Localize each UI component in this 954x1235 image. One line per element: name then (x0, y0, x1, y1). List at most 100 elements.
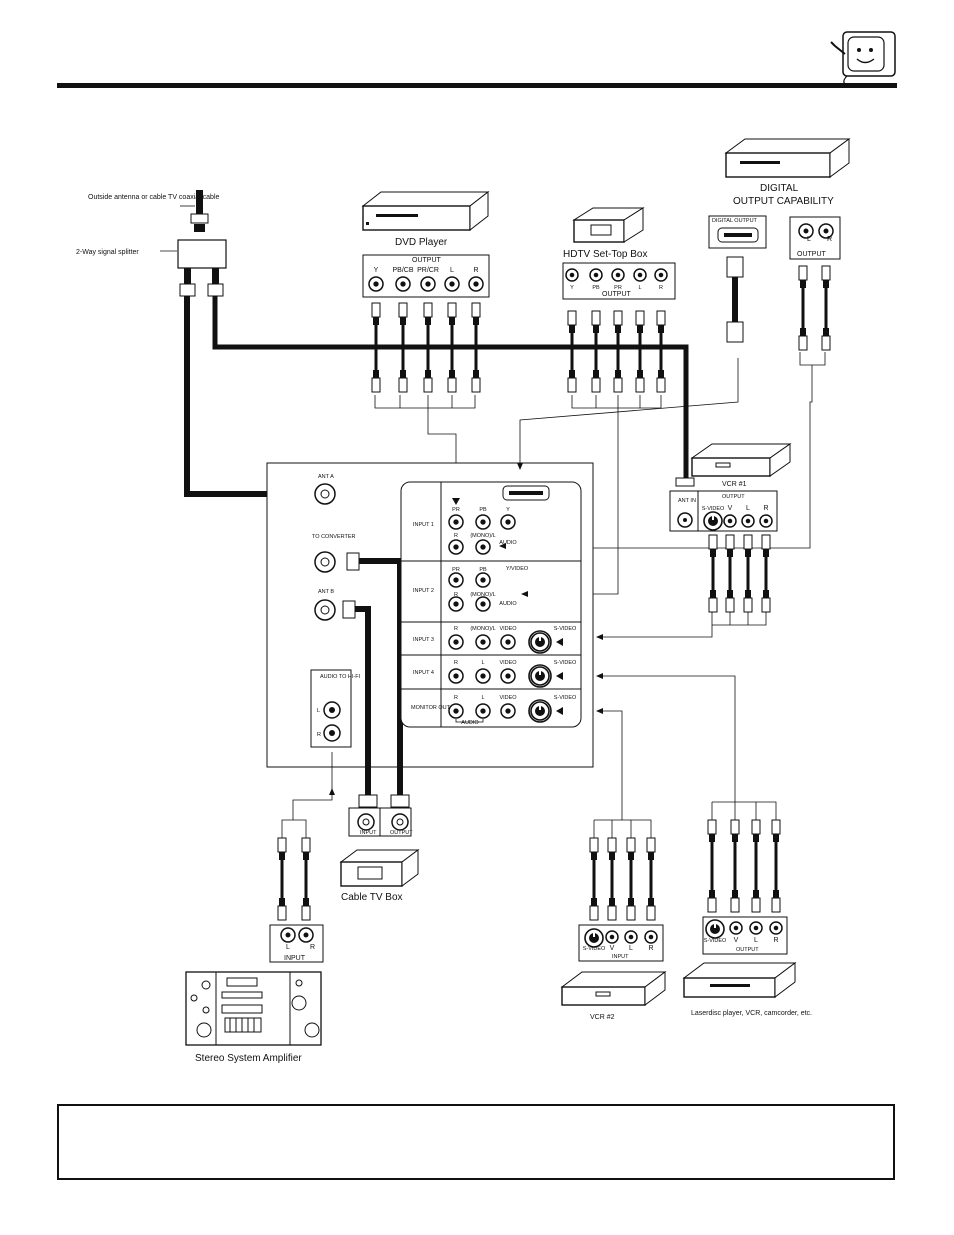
vcr1-cable-2-boot-top (745, 549, 751, 557)
dvd-cable-2-boot-bottom (425, 370, 431, 378)
dvd-cable-3-boot-top (449, 317, 455, 325)
digital-audio-cable-1-wire (824, 288, 828, 328)
vcr2-cable-3-boot-bottom (648, 898, 654, 906)
in4-r-label: R (454, 660, 458, 666)
vcr2-svideo-jack-key (593, 933, 595, 937)
in2-pr-label: PR (452, 567, 460, 573)
in1-y-label: Y (506, 507, 510, 513)
digital-audio-cable-1-plug-top (821, 265, 831, 281)
mon-svideo-arrow (556, 707, 563, 715)
vcr1-cable-1-plug-bottom (725, 597, 735, 613)
vcr1-jack-label-2: L (746, 505, 750, 512)
hifi-l: L (317, 708, 320, 714)
hdtv-cable-2-boot-bottom (615, 370, 621, 378)
vcr1-cable-3-wire (764, 557, 768, 590)
hdtv-output-label: OUTPUT (602, 291, 632, 298)
in4-svideo-arrow (556, 672, 563, 680)
dvd-cable-2-plug-top (423, 302, 433, 318)
hdtv-cable-1-wire (594, 333, 598, 370)
dvd-cable-4-wire (474, 325, 478, 370)
vcr1-illustration (690, 443, 792, 477)
dvd-cable-4-plug-top (471, 302, 481, 318)
digital-audio-cable-0-boot-top (800, 280, 806, 288)
hifi-r: R (317, 732, 321, 738)
stereo-cable-1-plug-top (301, 837, 311, 853)
vcr2-cable-3-plug-top (646, 837, 656, 853)
hdtv-cable-2-boot-top (615, 325, 621, 333)
hdtv-box-illustration (572, 207, 645, 243)
laser-cable-3-wire (774, 842, 778, 890)
dvd-jack-3-pin (449, 281, 455, 287)
hdtv-jack-0-pin (569, 272, 575, 278)
digital-line1: DIGITAL (760, 183, 799, 194)
mon-l-label: L (481, 695, 484, 701)
mon-svideo-jack-core (535, 706, 545, 716)
vcr2-cable-2-boot-top (628, 852, 634, 860)
laser-cable-0-plug-bottom (707, 897, 717, 913)
digital-output-label: DIGITAL OUTPUT (712, 218, 758, 224)
hdtv-cable-3-boot-top (637, 325, 643, 333)
vcr2-cable-3-plug-bottom (646, 905, 656, 921)
dvd-cable-2-boot-top (425, 317, 431, 325)
hdtv-cable-3-plug-bottom (635, 377, 645, 393)
hdtv-jack-1-pin (593, 272, 599, 278)
dvd-cable-0-plug-top (371, 302, 381, 318)
hdtv-cable-0-boot-top (569, 325, 575, 333)
laser-label: Laserdisc player, VCR, camcorder, etc. (691, 1010, 812, 1017)
mon-svideo-label: S-VIDEO (554, 695, 577, 701)
in3-l-label: (MONO)/L (470, 626, 495, 632)
dvd-cable-1-boot-bottom (400, 370, 406, 378)
input4-label: INPUT 4 (413, 670, 434, 676)
in4-l-jack-pin (480, 673, 486, 679)
laser-jack-2-pin (753, 925, 759, 931)
vcr2-jack-1-pin (609, 934, 615, 940)
laser-svideo-jack-core (710, 924, 720, 934)
vcr2-jack-2-pin (628, 934, 634, 940)
laser-cable-2-boot-bottom (753, 890, 759, 898)
stereo-label: Stereo System Amplifier (195, 1053, 302, 1064)
stereo-cable-0-boot-top (279, 852, 285, 860)
digital-audio-cable-1-boot-top (823, 280, 829, 288)
hdtv-cable-0-plug-top (567, 310, 577, 326)
vcr1-cable-0-plug-bottom (708, 597, 718, 613)
vcr1-cable-0-boot-bottom (710, 590, 716, 598)
laser-cable-3-plug-bottom (771, 897, 781, 913)
dvd-bracket (374, 395, 476, 500)
laser-jack-1-pin (733, 925, 739, 931)
laser-output-label: OUTPUT (736, 947, 759, 953)
dvd-output-label: OUTPUT (412, 257, 442, 264)
splitter-label: 2-Way signal splitter (76, 249, 139, 256)
dvd-jack-4-pin (473, 281, 479, 287)
hdtv-jack-label-1: PB (592, 285, 600, 291)
in1-pr-label: PR (452, 507, 460, 513)
laser-cable-3-plug-top (771, 819, 781, 835)
laserdisc-illustration (682, 962, 797, 998)
vcr2-cable-1-plug-top (607, 837, 617, 853)
stereo-cable-1-boot-top (303, 852, 309, 860)
in3-svideo-jack-core (535, 637, 545, 647)
vcr1-jack-label-3: R (763, 505, 768, 512)
vcr2-cable-0-boot-bottom (591, 898, 597, 906)
to-converter-label: TO CONVERTER (312, 534, 356, 540)
dvd-jack-label-0: Y (374, 267, 379, 274)
in3-r-label: R (454, 626, 458, 632)
vcr1-cable-3-plug-top (761, 534, 771, 550)
vcr1-cable-3-plug-bottom (761, 597, 771, 613)
in4-video-jack-pin (505, 673, 511, 679)
laser-cable-2-wire (754, 842, 758, 890)
dvd-cable-0-boot-bottom (373, 370, 379, 378)
stereo-input-label: INPUT (284, 955, 306, 962)
dvd-jack-label-3: L (450, 267, 454, 274)
laser-svideo-jack-key (714, 924, 716, 928)
vcr2-cable-1-wire (610, 860, 614, 898)
laser-cable-3-boot-bottom (773, 890, 779, 898)
dvd-player-label: DVD Player (395, 237, 448, 248)
tv-mascot-icon (830, 31, 896, 87)
vcr2-jack-3-pin (648, 934, 654, 940)
digital-line2: OUTPUT CAPABILITY (733, 196, 834, 207)
vcr1-cable-2-plug-bottom (743, 597, 753, 613)
